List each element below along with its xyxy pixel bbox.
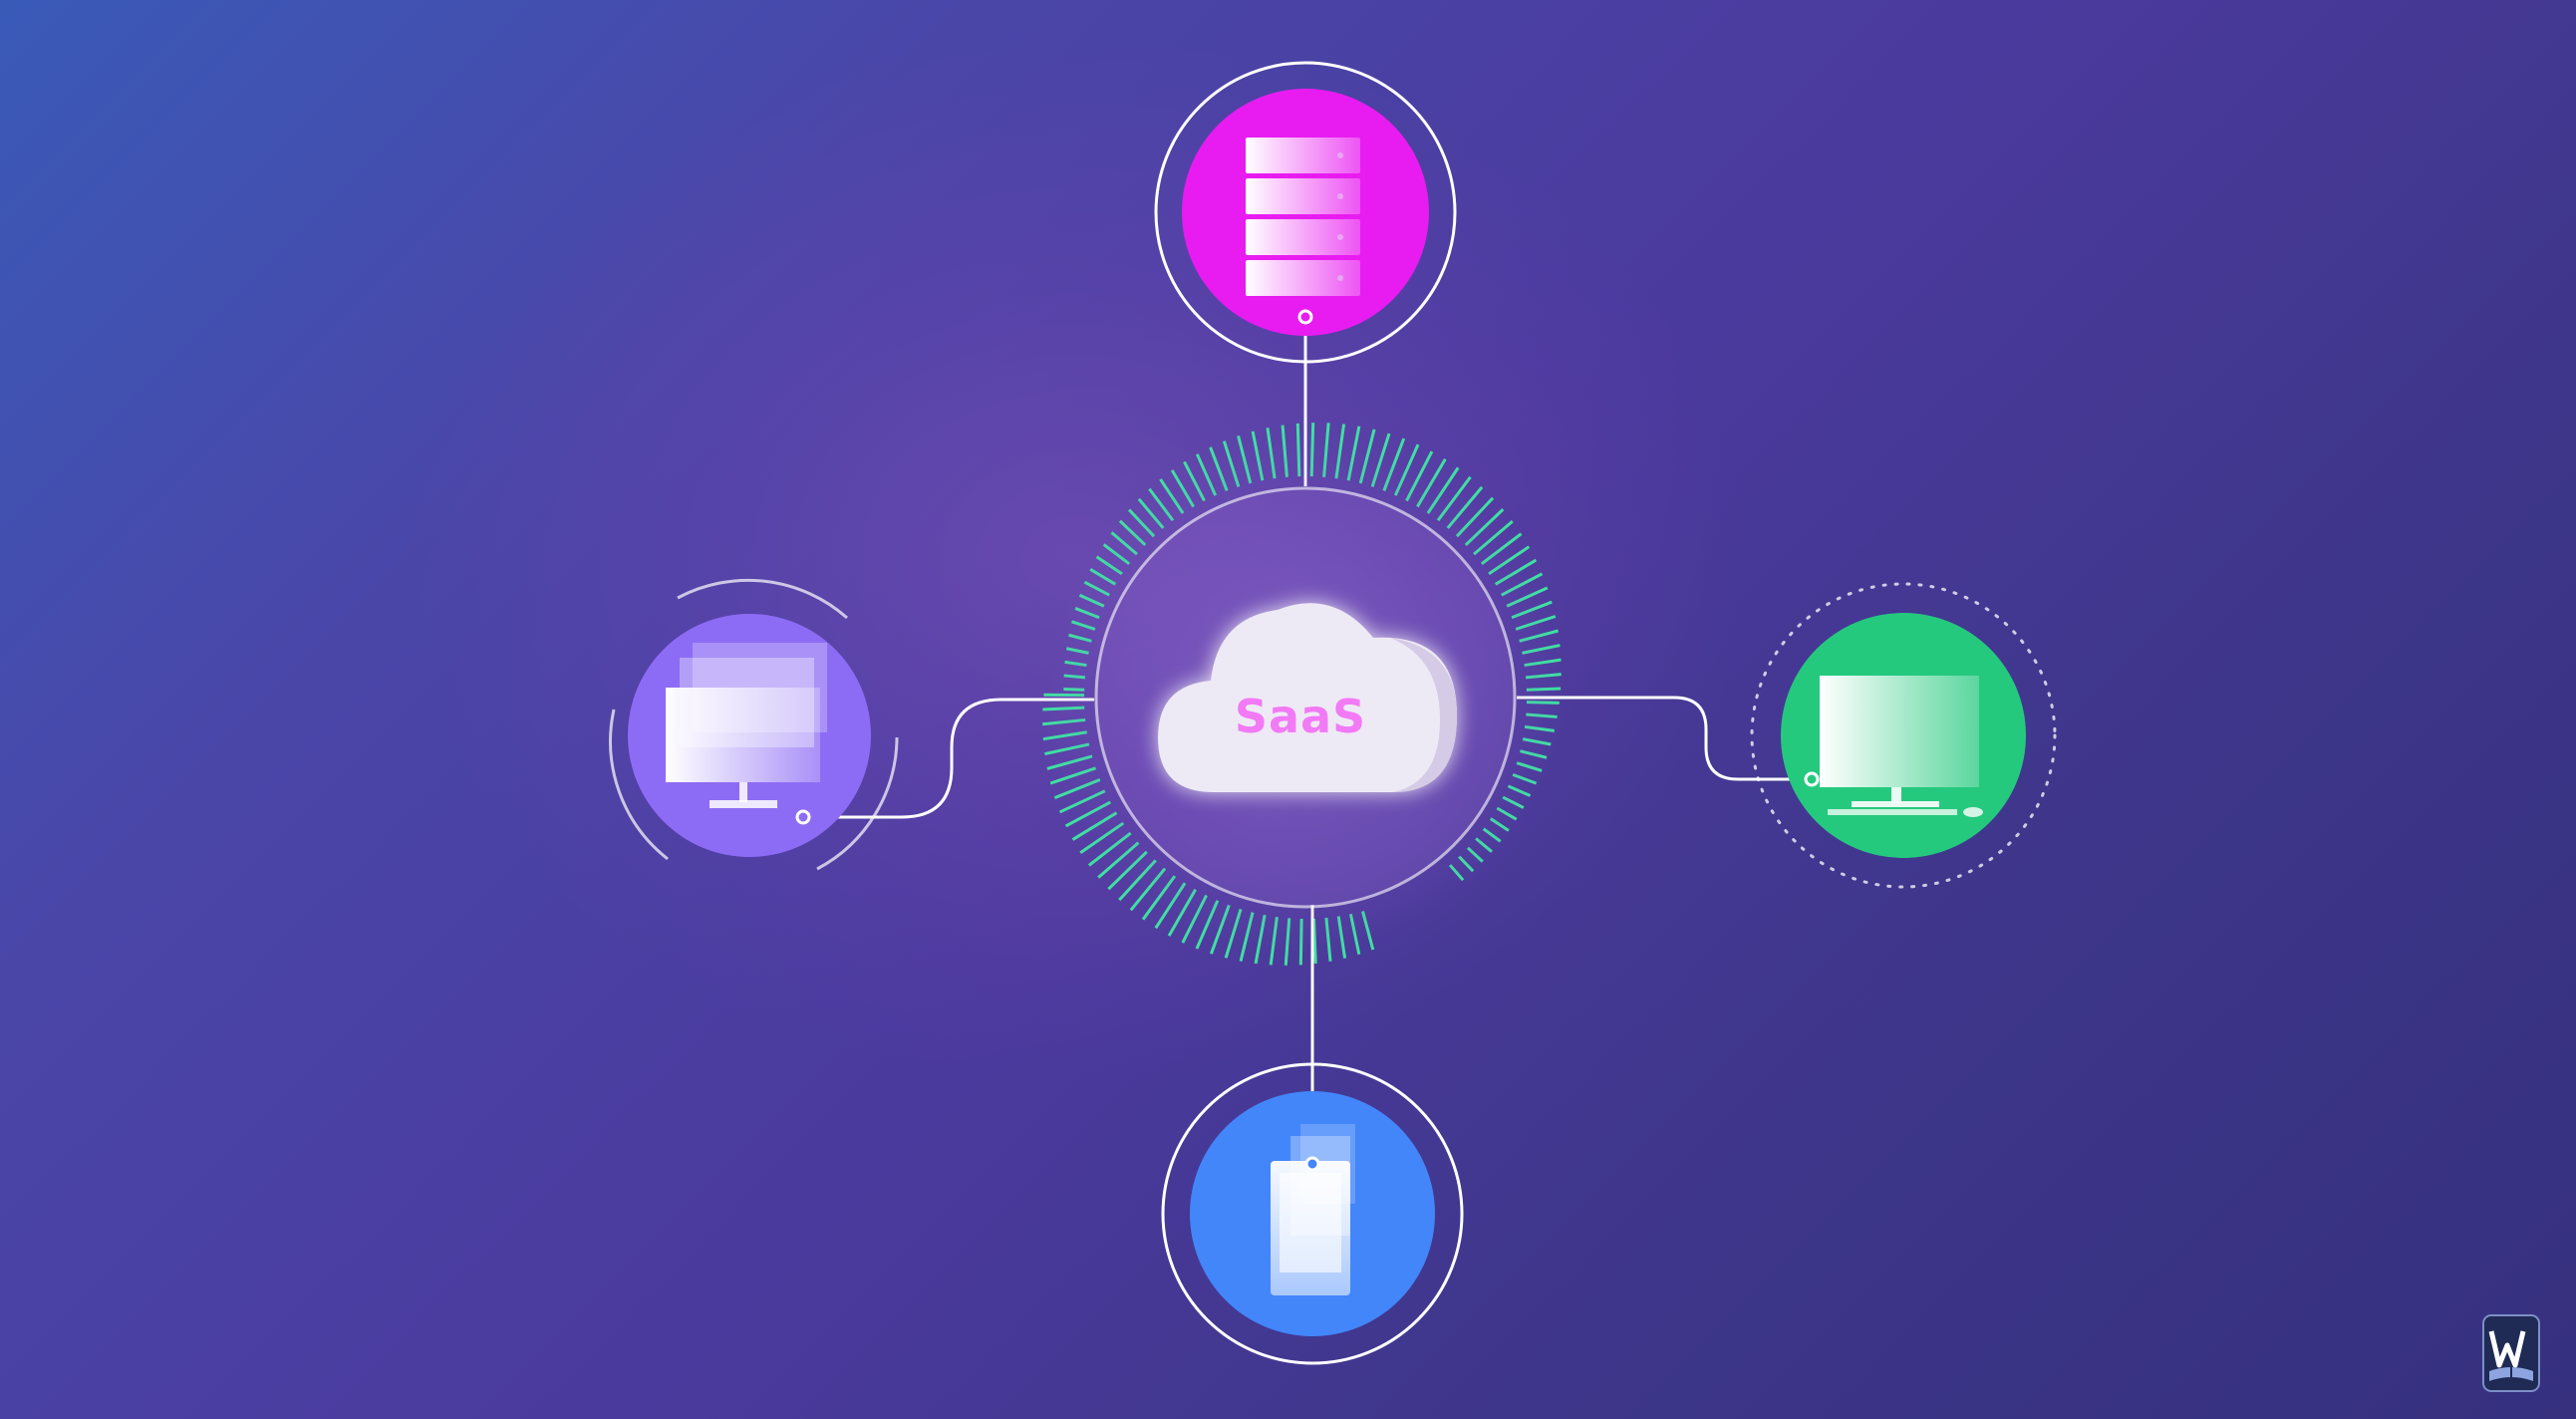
server-node[interactable] <box>1154 61 1457 364</box>
server-rack-icon <box>1246 138 1360 296</box>
desktop-right-dotted-ring <box>1750 582 2057 889</box>
desktop-right-connector-dot <box>1804 771 1820 787</box>
mobile-node-outer-ring <box>1161 1062 1464 1365</box>
desktop-left-connector-dot <box>795 809 811 825</box>
desktop-left-arc-right <box>816 736 899 871</box>
mobile-node[interactable] <box>1161 1062 1464 1365</box>
connector-desktop-left <box>803 698 1094 819</box>
desktop-computer-icon <box>1820 676 1983 817</box>
mobile-connector-dot <box>1304 1156 1320 1172</box>
desktop-monitor-icon <box>666 643 827 808</box>
cloud-icon <box>1158 603 1457 792</box>
connector-desktop-right <box>1517 696 1812 781</box>
desktop-left-arc-top <box>677 578 848 620</box>
desktop-right-node[interactable] <box>1750 582 2057 889</box>
server-node-outer-ring <box>1154 61 1457 364</box>
saas-hub: SaaS <box>1046 438 1565 957</box>
saas-label: SaaS <box>1235 690 1366 743</box>
server-connector-dot <box>1297 309 1313 325</box>
desktop-left-node[interactable] <box>609 578 899 871</box>
w-book-logo-icon <box>2482 1314 2540 1392</box>
mobile-phone-icon <box>1271 1124 1355 1295</box>
desktop-left-arc-left <box>609 709 669 861</box>
